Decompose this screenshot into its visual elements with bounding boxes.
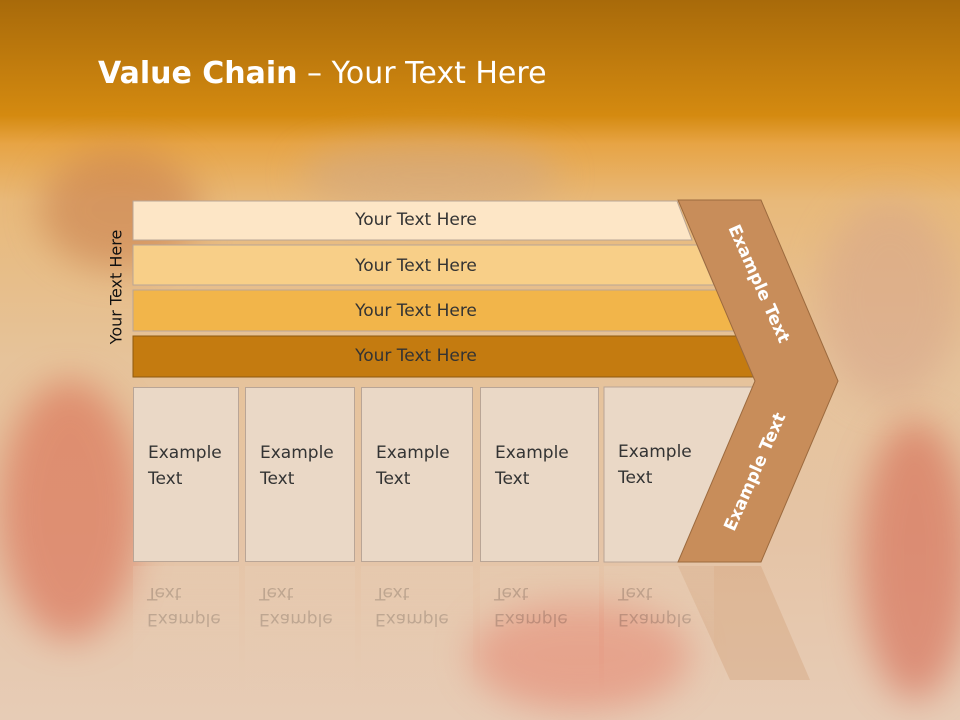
box-reflection-4: Example Text: [480, 566, 599, 696]
box-2-line1: Example: [260, 443, 334, 463]
box-5-line2: Text: [618, 468, 653, 488]
title-rest: – Your Text Here: [297, 56, 547, 91]
refl-2-line1: Example: [259, 609, 333, 629]
box-reflection-3: Example Text: [361, 566, 473, 696]
box-3-line2: Text: [376, 469, 411, 489]
refl-3-line1: Example: [375, 609, 449, 629]
box-3-line1: Example: [376, 443, 450, 463]
background-photo-blob: [0, 380, 140, 640]
refl-4-line2: Text: [494, 583, 529, 603]
chevron-reflection: [678, 566, 810, 680]
value-bar-2: Your Text Here: [133, 247, 699, 285]
refl-2-line2: Text: [259, 583, 294, 603]
value-bar-3-label: Your Text Here: [355, 301, 477, 321]
refl-1-line1: Example: [147, 609, 221, 629]
box-4-line2: Text: [495, 469, 530, 489]
slide-title: Value Chain – Your Text Here: [98, 56, 547, 91]
refl-5-line2: Text: [618, 583, 653, 603]
chevron-arrow: [677, 199, 839, 563]
refl-4-line1: Example: [494, 609, 568, 629]
box-reflection-1: Example Text: [133, 566, 239, 696]
background-photo-blob: [300, 140, 560, 210]
value-bar-4: Your Text Here: [133, 337, 699, 375]
title-bold: Value Chain: [98, 56, 298, 91]
value-bar-1: Your Text Here: [133, 201, 699, 239]
box-reflection-5: Example Text: [604, 566, 714, 696]
refl-5-line1: Example: [618, 609, 692, 629]
value-bar-2-label: Your Text Here: [355, 256, 477, 276]
refl-1-line2: Text: [147, 583, 182, 603]
box-reflection-2: Example Text: [245, 566, 355, 696]
box-1-line1: Example: [148, 443, 222, 463]
bar-shape-1: [132, 200, 693, 241]
value-bar-4-label: Your Text Here: [355, 346, 477, 366]
background-photo-blob: [860, 420, 960, 700]
box-2-line2: Text: [260, 469, 295, 489]
background-photo-blob: [470, 600, 690, 710]
value-bar-3: Your Text Here: [133, 292, 699, 330]
value-bar-1-label: Your Text Here: [355, 210, 477, 230]
refl-3-line2: Text: [375, 583, 410, 603]
box-4-line1: Example: [495, 443, 569, 463]
box-1-line2: Text: [148, 469, 183, 489]
box-5-line1: Example: [618, 442, 692, 462]
background-photo-blob: [820, 200, 960, 400]
